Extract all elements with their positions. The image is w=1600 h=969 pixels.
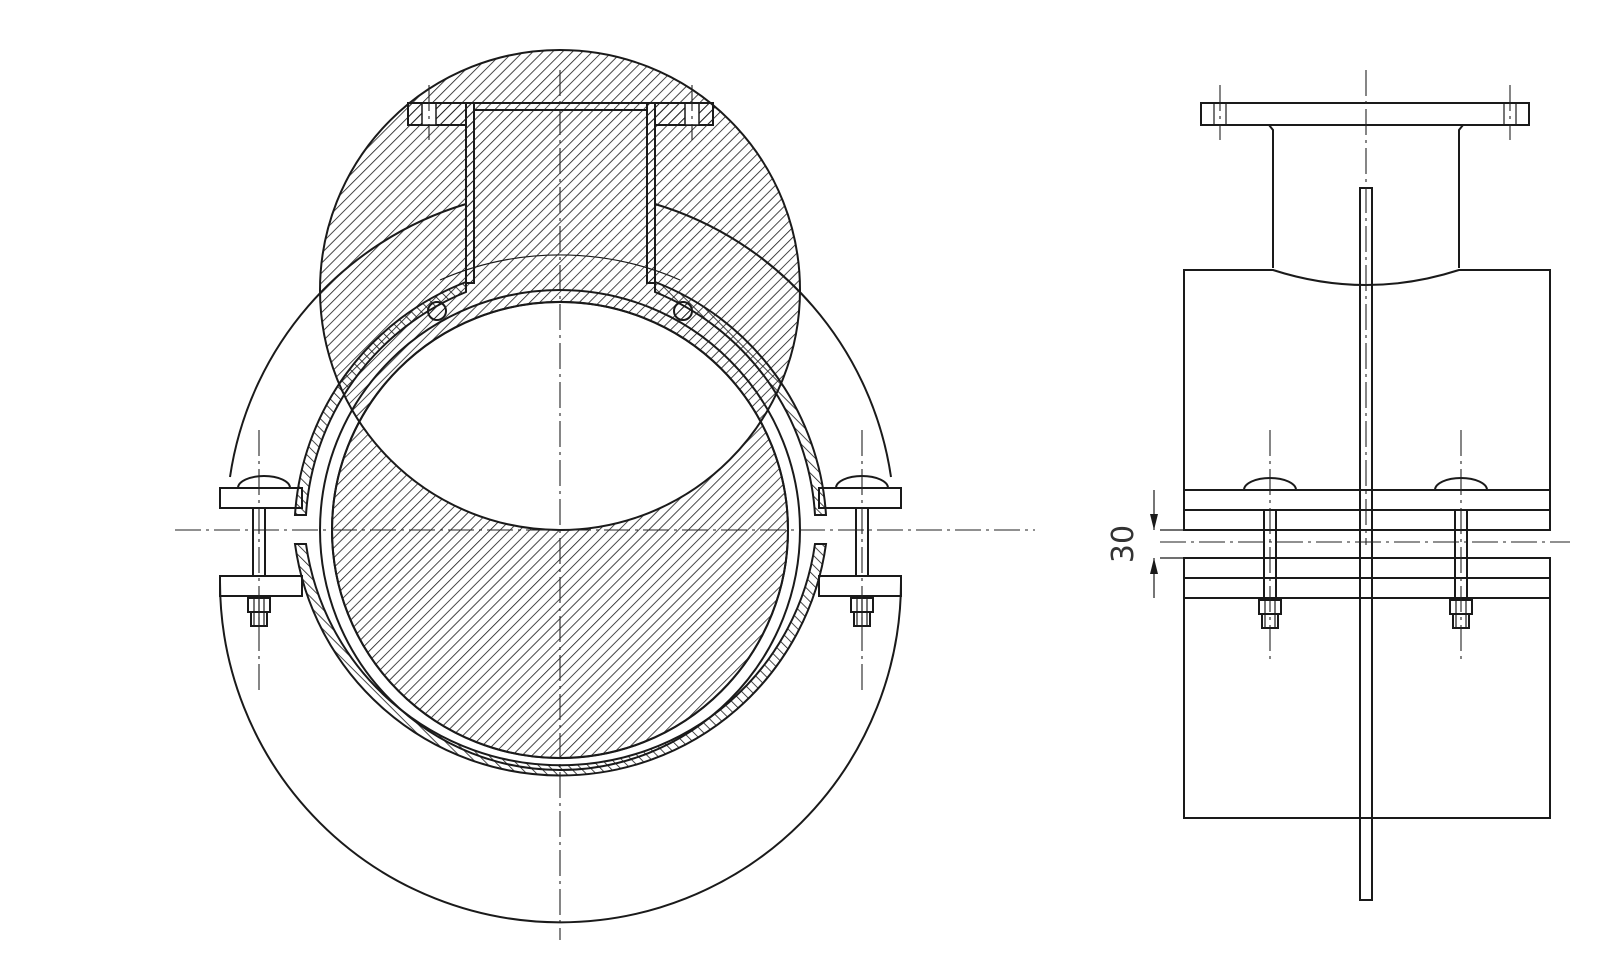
side-view: 30 — [1106, 70, 1570, 901]
side-flange — [1200, 102, 1530, 126]
gap-dimension: 30 — [1106, 490, 1184, 598]
gap-dimension-label: 30 — [1106, 525, 1141, 563]
lug-right-lower — [818, 575, 902, 597]
o-ring-left — [427, 301, 447, 321]
top-flange-right — [654, 102, 714, 126]
side-lower-clamp — [1183, 597, 1551, 819]
o-ring-right — [673, 301, 693, 321]
bolt-head-left — [237, 475, 291, 489]
dimension-arrow-bottom — [1150, 558, 1158, 574]
outlet-pipe-wall-right — [646, 102, 656, 284]
side-upper-clamp — [1183, 269, 1551, 491]
front-view — [175, 49, 1035, 940]
lug-left-lower — [219, 575, 303, 597]
side-outlet-neck — [1268, 124, 1464, 268]
top-flange-left — [407, 102, 467, 126]
clamp-inner-shell-lower — [293, 543, 828, 777]
lug-left-upper — [219, 487, 303, 509]
lug-right-upper — [818, 487, 902, 509]
outlet-pipe-wall-left — [465, 102, 475, 284]
dimension-arrow-top — [1150, 514, 1158, 530]
